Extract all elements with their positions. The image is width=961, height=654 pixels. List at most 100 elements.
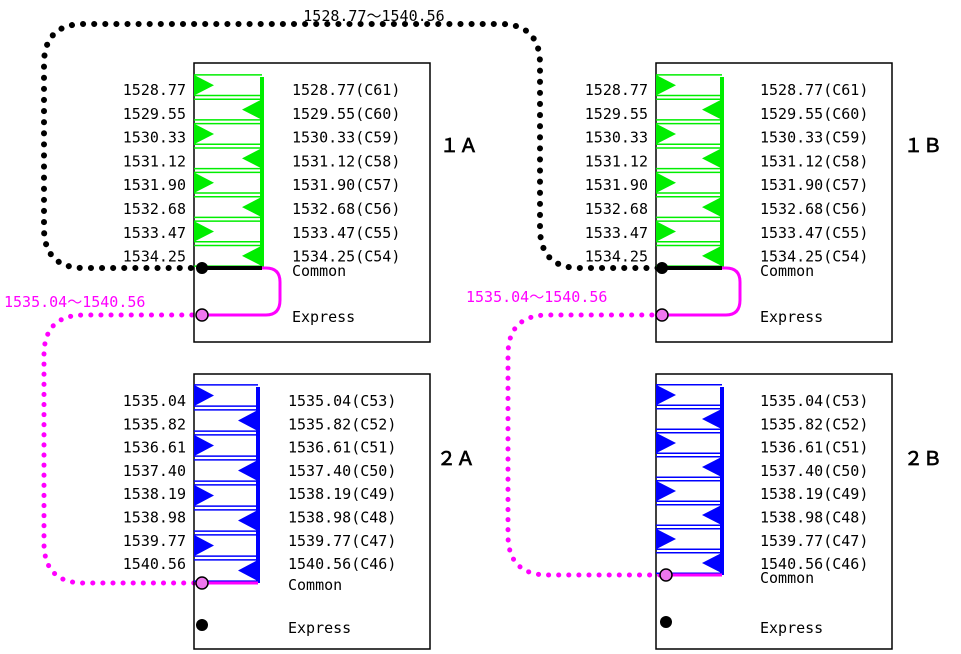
filter-stack <box>656 384 724 575</box>
channel-label: 1535.04(C53) <box>760 392 868 410</box>
filter-row <box>656 456 722 478</box>
filter-triangle <box>702 196 722 218</box>
filter-triangle <box>242 196 262 218</box>
filter-row <box>194 409 258 432</box>
wavelength-label: 1529.55 <box>123 105 186 123</box>
channel-label: 1534.25(C54) <box>292 248 400 266</box>
filter-row <box>656 528 722 550</box>
channel-label: 1540.56(C46) <box>760 555 868 573</box>
channel-label: 1536.61(C51) <box>288 439 396 457</box>
wavelength-label: 1531.12 <box>585 152 648 170</box>
filter-stack <box>656 74 724 268</box>
filter-row <box>194 220 262 243</box>
filter-row <box>194 509 258 532</box>
filter-row <box>656 504 722 526</box>
wavelength-label: 1537.40 <box>123 462 186 480</box>
module-1b: 1528.771529.551530.331531.121531.901532.… <box>585 62 942 343</box>
wavelength-label: 1533.47 <box>123 224 186 242</box>
module-2b: 1535.04(C53)1535.82(C52)1536.61(C51)1537… <box>655 373 942 650</box>
channel-label: 1536.61(C51) <box>760 439 868 457</box>
channel-label: 1530.33(C59) <box>292 129 400 147</box>
module-label: １Ｂ <box>904 135 942 157</box>
common-port <box>656 262 668 274</box>
wavelength-label: 1531.12 <box>123 152 186 170</box>
module-label: ２Ａ <box>437 448 475 470</box>
wavelength-label: 1529.55 <box>585 105 648 123</box>
filter-triangle <box>656 432 676 454</box>
filter-row <box>656 220 722 243</box>
channel-label: 1528.77(C61) <box>292 81 400 99</box>
filter-row <box>194 195 262 219</box>
common-label: Common <box>288 576 342 594</box>
express-span-label-a: 1535.04～1540.56 <box>4 293 145 311</box>
filter-triangle <box>656 221 676 242</box>
wavelength-label: 1531.90 <box>123 176 186 194</box>
channel-label: 1529.55(C60) <box>292 105 400 123</box>
channel-label: 1533.47(C55) <box>292 224 400 242</box>
filter-row <box>194 459 258 482</box>
filter-triangle <box>702 245 722 267</box>
channel-label: 1538.19(C49) <box>288 485 396 503</box>
filter-row <box>656 74 722 97</box>
express-label: Express <box>292 308 355 326</box>
filter-triangle <box>194 74 214 96</box>
fiber-link-1a-1b <box>41 21 665 271</box>
channel-label: 1537.40(C50) <box>288 462 396 480</box>
filter-triangle <box>656 123 676 145</box>
channel-label: 1531.90(C57) <box>760 176 868 194</box>
wavelength-label: 1535.82 <box>123 415 186 433</box>
wavelength-label: 1530.33 <box>585 129 648 147</box>
common-label: Common <box>760 569 814 587</box>
filter-triangle <box>702 552 722 574</box>
top-span-label: 1528.77～1540.56 <box>303 7 444 25</box>
channel-label: 1531.90(C57) <box>292 176 400 194</box>
wavelength-label: 1534.25 <box>585 248 648 266</box>
channel-label: 1540.56(C46) <box>288 555 396 573</box>
filter-triangle <box>238 559 258 582</box>
channel-label: 1528.77(C61) <box>760 81 868 99</box>
express-port <box>195 308 209 322</box>
filter-triangle <box>194 534 214 557</box>
module-box <box>193 373 431 650</box>
express-port <box>196 619 208 631</box>
express-port <box>660 616 672 628</box>
module-box <box>655 373 893 650</box>
express-label: Express <box>288 619 351 637</box>
channel-list: 1535.04(C53)1535.82(C52)1536.61(C51)1537… <box>760 392 868 573</box>
filter-row <box>656 384 722 406</box>
filter-row <box>194 98 262 121</box>
express-loop <box>662 266 742 317</box>
filter-row <box>194 147 262 170</box>
wavelength-label: 1532.68 <box>585 200 648 218</box>
filter-row <box>194 434 258 457</box>
filter-row <box>656 408 722 430</box>
wavelength-label: 1538.98 <box>123 509 186 527</box>
filter-triangle <box>242 99 262 120</box>
filter-triangle <box>194 434 214 457</box>
left-wavelength-list: 1528.771529.551530.331531.121531.901532.… <box>123 81 186 266</box>
channel-label: 1531.12(C58) <box>292 152 400 170</box>
filter-row <box>656 244 722 267</box>
filter-row <box>656 122 722 146</box>
channel-label: 1538.98(C48) <box>760 509 868 527</box>
filter-triangle <box>242 147 262 169</box>
common-port <box>195 576 209 590</box>
express-span-label-b: 1535.04～1540.56 <box>466 288 607 306</box>
filter-row <box>656 195 722 219</box>
channel-label: 1537.40(C50) <box>760 462 868 480</box>
filter-triangle <box>238 409 258 432</box>
express-loop <box>202 266 282 317</box>
module-1a: 1528.771529.551530.331531.121531.901532.… <box>123 62 478 343</box>
filter-triangle <box>702 504 722 526</box>
module-2a: 1535.041535.821536.611537.401538.191538.… <box>123 373 475 650</box>
module-label: １Ａ <box>440 135 478 157</box>
wavelength-label: 1540.56 <box>123 555 186 573</box>
channel-label: 1534.25(C54) <box>760 248 868 266</box>
filter-triangle <box>656 528 676 550</box>
channel-label: 1529.55(C60) <box>760 105 868 123</box>
filter-row <box>656 147 722 170</box>
channel-label: 1538.19(C49) <box>760 485 868 503</box>
wavelength-label: 1530.33 <box>123 129 186 147</box>
channel-label: 1533.47(C55) <box>760 224 868 242</box>
